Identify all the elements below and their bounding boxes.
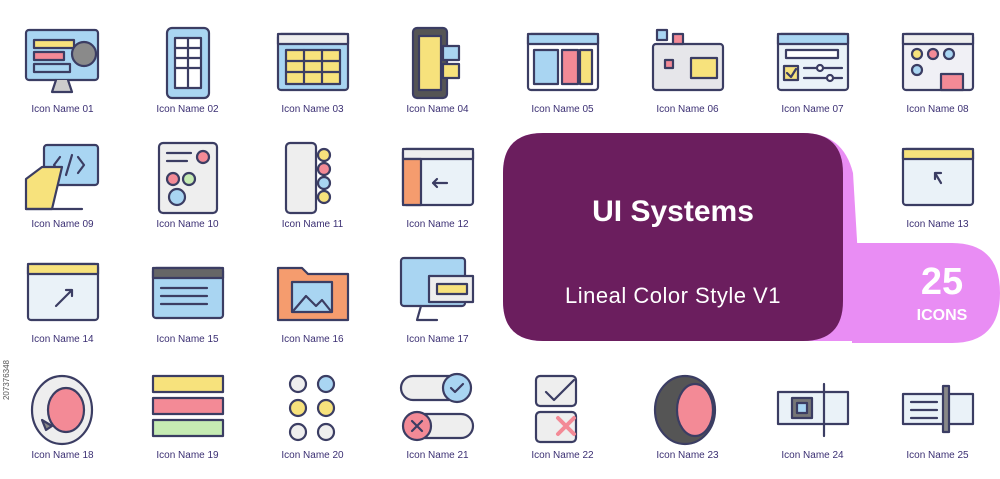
icon-tile: Icon Name 17 [375,242,500,354]
icon-label: Icon Name 14 [31,334,94,345]
icon-tile: Icon Name 02 [125,12,250,124]
icon-label: Icon Name 10 [156,219,219,230]
window-sliders-icon [776,32,850,92]
monitor-slider-icon [399,256,475,322]
badge-background [852,243,1000,343]
icon-tile: Icon Name 20 [250,358,375,470]
browser-grid-icon [276,32,350,92]
icon-label: Icon Name 07 [781,104,844,115]
icon-label: Icon Name 08 [906,104,969,115]
icon-label: Icon Name 17 [406,334,469,345]
icon-label: Icon Name 24 [781,450,844,461]
banner-background [503,133,863,341]
icon-tile: Icon Name 23 [625,358,750,470]
icon-label: Icon Name 05 [531,104,594,115]
icon-label: Icon Name 12 [406,219,469,230]
window-resize-icon [26,262,100,322]
icon-count-label: ICONS [916,307,968,324]
icon-label: Icon Name 23 [656,450,719,461]
icon-tile: Icon Name 07 [750,12,875,124]
icon-label: Icon Name 02 [156,104,219,115]
icon-tile: Icon Name 14 [0,242,125,354]
stacked-bars-icon [151,374,225,438]
icon-label: Icon Name 21 [406,450,469,461]
laptop-code-icon [24,143,100,211]
folder-image-icon [276,266,350,322]
icon-label: Icon Name 15 [156,334,219,345]
icon-tile: Icon Name 08 [875,12,1000,124]
icon-label: Icon Name 25 [906,450,969,461]
desktop-gear-icon [24,28,100,94]
banner-title: UI Systems [592,195,754,228]
nav-buttons-icon [288,374,336,442]
icon-count: 25 [920,261,964,303]
icon-label: Icon Name 18 [31,450,94,461]
slider-bar-icon [901,384,975,434]
icon-label: Icon Name 04 [406,104,469,115]
icon-label: Icon Name 03 [281,104,344,115]
banner-subtitle: Lineal Color Style V1 [565,283,781,308]
window-apps-icon [901,32,975,92]
icon-tile: Icon Name 06 [625,12,750,124]
icon-count-badge: 25 ICONS [852,243,1000,343]
icon-tile: Icon Name 01 [0,12,125,124]
phone-wireframe-icon [165,26,211,100]
icon-tile: Icon Name 04 [375,12,500,124]
checkbox-list-icon [534,374,578,444]
window-dropdown-icon [151,266,225,320]
icon-tile: Icon Name 19 [125,358,250,470]
browser-layout-icon [526,32,600,92]
icon-label: Icon Name 19 [156,450,219,461]
icon-tile: Icon Name 10 [125,127,250,239]
icon-label: Icon Name 20 [281,450,344,461]
icon-label: Icon Name 16 [281,334,344,345]
icon-label: Icon Name 22 [531,450,594,461]
sidebar-window-icon [401,147,475,207]
icon-tile: Icon Name 12 [375,127,500,239]
icon-tile: Icon Name 05 [500,12,625,124]
dial-cursor-icon [30,374,94,446]
icon-label: Icon Name 06 [656,104,719,115]
window-cursor-icon [901,147,975,207]
icon-tile: Icon Name 24 [750,358,875,470]
icon-tile: Icon Name 18 [0,358,125,470]
window-tiles-icon [651,28,725,92]
icon-tile: Icon Name 13 [875,127,1000,239]
icon-tile: Icon Name 25 [875,358,1000,470]
icon-tile: Icon Name 09 [0,127,125,239]
icon-tile: Icon Name 22 [500,358,625,470]
icon-tile: Icon Name 21 [375,358,500,470]
toggle-check-icon [399,372,475,442]
icon-label: Icon Name 09 [31,219,94,230]
mobile-nav-icon [284,141,332,215]
icon-tile: Icon Name 16 [250,242,375,354]
phone-widgets-icon [411,26,461,100]
icon-label: Icon Name 01 [31,104,94,115]
icon-label: Icon Name 13 [906,219,969,230]
title-banner: UI Systems Lineal Color Style V1 [503,133,863,341]
icon-label: Icon Name 11 [281,219,344,230]
round-button-icon [653,374,717,446]
icon-tile: Icon Name 11 [250,127,375,239]
chip-card-icon [776,382,850,438]
icon-tile: Icon Name 03 [250,12,375,124]
icon-tile: Icon Name 15 [125,242,250,354]
form-controls-icon [157,141,219,215]
